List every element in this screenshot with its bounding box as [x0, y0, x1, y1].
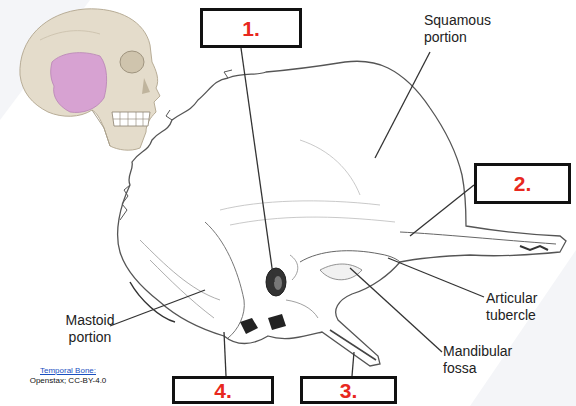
skull-outline [20, 9, 160, 150]
leader-line [224, 332, 226, 376]
part-name: Squamous portion [424, 12, 508, 46]
part-name: Mastoid portion [46, 312, 134, 346]
mastoid-texture [140, 240, 220, 318]
zygomatic-tip [520, 246, 548, 250]
callout-number: 2. [514, 173, 532, 194]
meatus-inner [274, 276, 282, 290]
shadow-patch [240, 314, 286, 334]
callout-box: 4. [172, 376, 274, 404]
background-shape [470, 250, 576, 406]
leader-line [388, 258, 484, 297]
leader-line [410, 185, 474, 236]
nasal-cavity [142, 78, 150, 94]
fossa-shape [320, 264, 362, 280]
leader-line [241, 48, 274, 282]
callout-number: 1. [242, 18, 260, 39]
credit-text: Openstax; CC-BY-4.0 [20, 376, 116, 385]
callout-box: 3. [300, 376, 397, 404]
callout-box: 2. [474, 163, 571, 204]
acoustic-meatus [266, 268, 286, 296]
teeth-lines [113, 112, 149, 126]
surface-shading [220, 140, 395, 225]
orbit [120, 51, 144, 73]
tubercle-edge [300, 251, 400, 262]
mastoid-border [205, 222, 244, 338]
skull-thumbnail [20, 9, 160, 150]
callout-box: 1. [200, 8, 302, 48]
callout-number: 3. [340, 380, 358, 401]
styloid-process [330, 330, 376, 360]
credit-link: Temporal Bone: [30, 366, 106, 375]
mandible-ramus [92, 110, 110, 146]
leader-line [350, 268, 442, 352]
zygomatic-ridge [400, 232, 556, 244]
part-name: Mandibular fossa [443, 343, 527, 377]
skull-suture [40, 31, 100, 40]
temporal-region [51, 53, 107, 113]
leader-line [375, 52, 430, 158]
tympanic-lines [286, 255, 318, 318]
part-name: Articular tubercle [486, 290, 570, 324]
leader-line [110, 290, 205, 326]
leader-line [352, 352, 354, 376]
callout-number: 4. [214, 380, 232, 401]
suture-edge [120, 70, 232, 220]
teeth [112, 112, 150, 126]
leader-lines [110, 48, 484, 376]
